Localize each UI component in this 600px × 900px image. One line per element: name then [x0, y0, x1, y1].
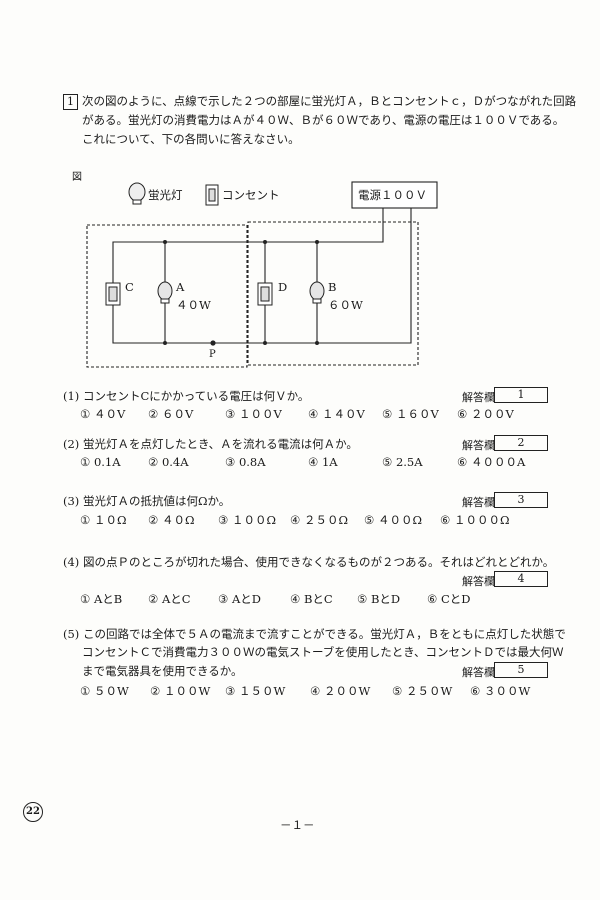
- junction-dot: [315, 240, 319, 244]
- page-number: －１－: [280, 818, 315, 832]
- option: ② ４０Ω: [148, 513, 195, 527]
- outlet-icon: [257, 282, 273, 306]
- question-1: (1) コンセントCにかかっている電圧は何Ｖか。: [63, 389, 310, 403]
- option: ③ １５０W: [225, 684, 286, 698]
- answer-box-4[interactable]: 4: [494, 571, 548, 587]
- label-p: P: [209, 349, 216, 360]
- option: ③ １００V: [225, 407, 282, 421]
- option: ④ ２００W: [310, 684, 371, 698]
- question-2: (2) 蛍光灯Ａを点灯したとき、Ａを流れる電流は何Ａか。: [63, 437, 358, 451]
- watt-a: ４０W: [176, 298, 211, 312]
- option: ③ AとD: [218, 592, 261, 606]
- junction-dot: [263, 341, 267, 345]
- question-4: (4) 図の点Ｐのところが切れた場合、使用できなくなるものが２つある。それはどれ…: [63, 555, 555, 569]
- option: ④ ２５０Ω: [290, 513, 348, 527]
- option: ① ５０W: [80, 684, 129, 698]
- answer-label: 解答欄: [462, 575, 495, 588]
- option: ④ 1A: [308, 455, 338, 469]
- option: ③ 0.8A: [225, 455, 266, 469]
- page-badge: 22: [23, 802, 43, 822]
- lamp-icon: [157, 281, 173, 304]
- option: ④ BとC: [290, 592, 333, 606]
- option: ⑥ ２００V: [457, 407, 514, 421]
- option: ① AとB: [80, 592, 123, 606]
- option: ⑥ ３００W: [470, 684, 531, 698]
- answer-box-1[interactable]: 1: [494, 387, 548, 403]
- lamp-icon: [128, 182, 146, 205]
- wire-top: [112, 208, 384, 290]
- answer-box-3[interactable]: 3: [494, 492, 548, 508]
- answer-box-2[interactable]: 2: [494, 435, 548, 451]
- legend-outlet-label: コンセント: [222, 188, 280, 202]
- figure-label: 図: [72, 172, 82, 183]
- option: ② ６０V: [148, 407, 194, 421]
- answer-label: 解答欄: [462, 496, 495, 509]
- option: ① １０Ω: [80, 513, 127, 527]
- outlet-icon: [105, 282, 121, 306]
- option: ① ４０V: [80, 407, 126, 421]
- label-b: B: [328, 280, 337, 294]
- option: ② １００W: [150, 684, 211, 698]
- option: ⑥ １０００Ω: [440, 513, 510, 527]
- question-5-line: コンセントＣで消費電力３００Ｗの電気ストーブを使用したとき、コンセントＤでは最大…: [82, 645, 564, 659]
- option: ⑥ CとD: [427, 592, 471, 606]
- question-3: (3) 蛍光灯Ａの抵抗値は何Ωか。: [63, 494, 231, 508]
- outlet-icon: [205, 184, 219, 206]
- option: ⑤ ４００Ω: [364, 513, 422, 527]
- option: ④ １４０V: [308, 407, 365, 421]
- power-source-box: [351, 181, 438, 209]
- answer-label: 解答欄: [462, 666, 495, 679]
- option: ② AとC: [148, 592, 191, 606]
- option: ① 0.1A: [80, 455, 121, 469]
- intro-line: 次の図のように、点線で示した２つの部屋に蛍光灯Ａ，Ｂとコンセントｃ，Ｄがつながれ…: [82, 94, 577, 108]
- option: ③ １００Ω: [218, 513, 276, 527]
- question-5: (5) この回路では全体で５Ａの電流まで流すことができる。蛍光灯Ａ，Ｂをともに点…: [63, 627, 566, 641]
- answer-box-5[interactable]: 5: [494, 662, 548, 678]
- problem-number: 1: [63, 94, 78, 110]
- wire-bottom: [112, 208, 412, 344]
- junction-dot: [315, 341, 319, 345]
- label-c: C: [125, 280, 134, 294]
- answer-label: 解答欄: [462, 391, 495, 404]
- power-source-label: 電源１００Ｖ: [358, 188, 427, 202]
- junction-dot: [263, 240, 267, 244]
- intro-line: これについて、下の各問いに答えなさい。: [82, 132, 300, 146]
- intro-line: がある。蛍光灯の消費電力はＡが４０Ｗ、Ｂが６０Ｗであり、電源の電圧は１００Ｖであ…: [82, 113, 565, 127]
- junction-dot: [163, 240, 167, 244]
- lamp-icon: [309, 281, 325, 304]
- option: ⑤ １６０V: [382, 407, 439, 421]
- label-d: D: [278, 280, 288, 294]
- option: ② 0.4A: [148, 455, 189, 469]
- junction-dot: [163, 341, 167, 345]
- room-left: [86, 224, 248, 368]
- option: ⑤ BとD: [357, 592, 401, 606]
- option: ⑥ ４０００A: [457, 455, 526, 469]
- legend-lamp-label: 蛍光灯: [148, 188, 183, 202]
- point-p: [210, 340, 216, 346]
- answer-label: 解答欄: [462, 439, 495, 452]
- watt-b: ６０W: [328, 298, 363, 312]
- room-right: [247, 221, 419, 366]
- option: ⑤ ２５０W: [392, 684, 453, 698]
- label-a: A: [176, 280, 185, 294]
- option: ⑤ 2.5A: [382, 455, 423, 469]
- question-5-line: まで電気器具を使用できるか。: [82, 664, 243, 678]
